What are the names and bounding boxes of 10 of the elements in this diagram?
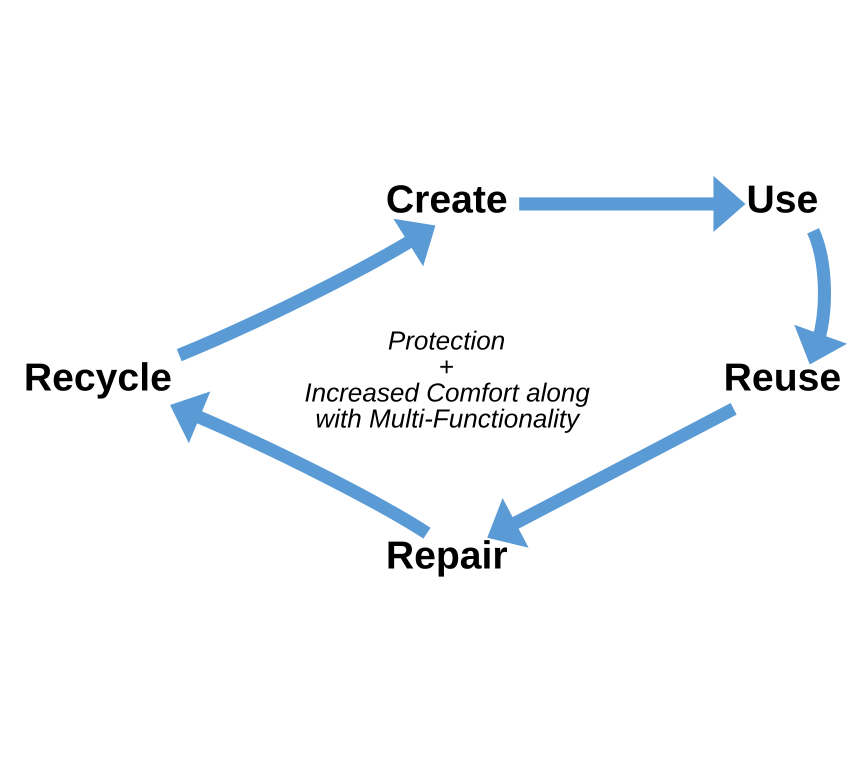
arrow: [487, 403, 737, 548]
node-text: Recycle: [24, 356, 172, 400]
node-text: Use: [746, 178, 818, 222]
node-text: Reuse: [724, 356, 842, 400]
node-text: Repair: [386, 534, 508, 578]
arrow: [519, 176, 746, 232]
arrow: [794, 228, 848, 364]
arrow: [170, 391, 430, 539]
arrow: [176, 218, 436, 362]
node-text: Create: [386, 178, 508, 222]
